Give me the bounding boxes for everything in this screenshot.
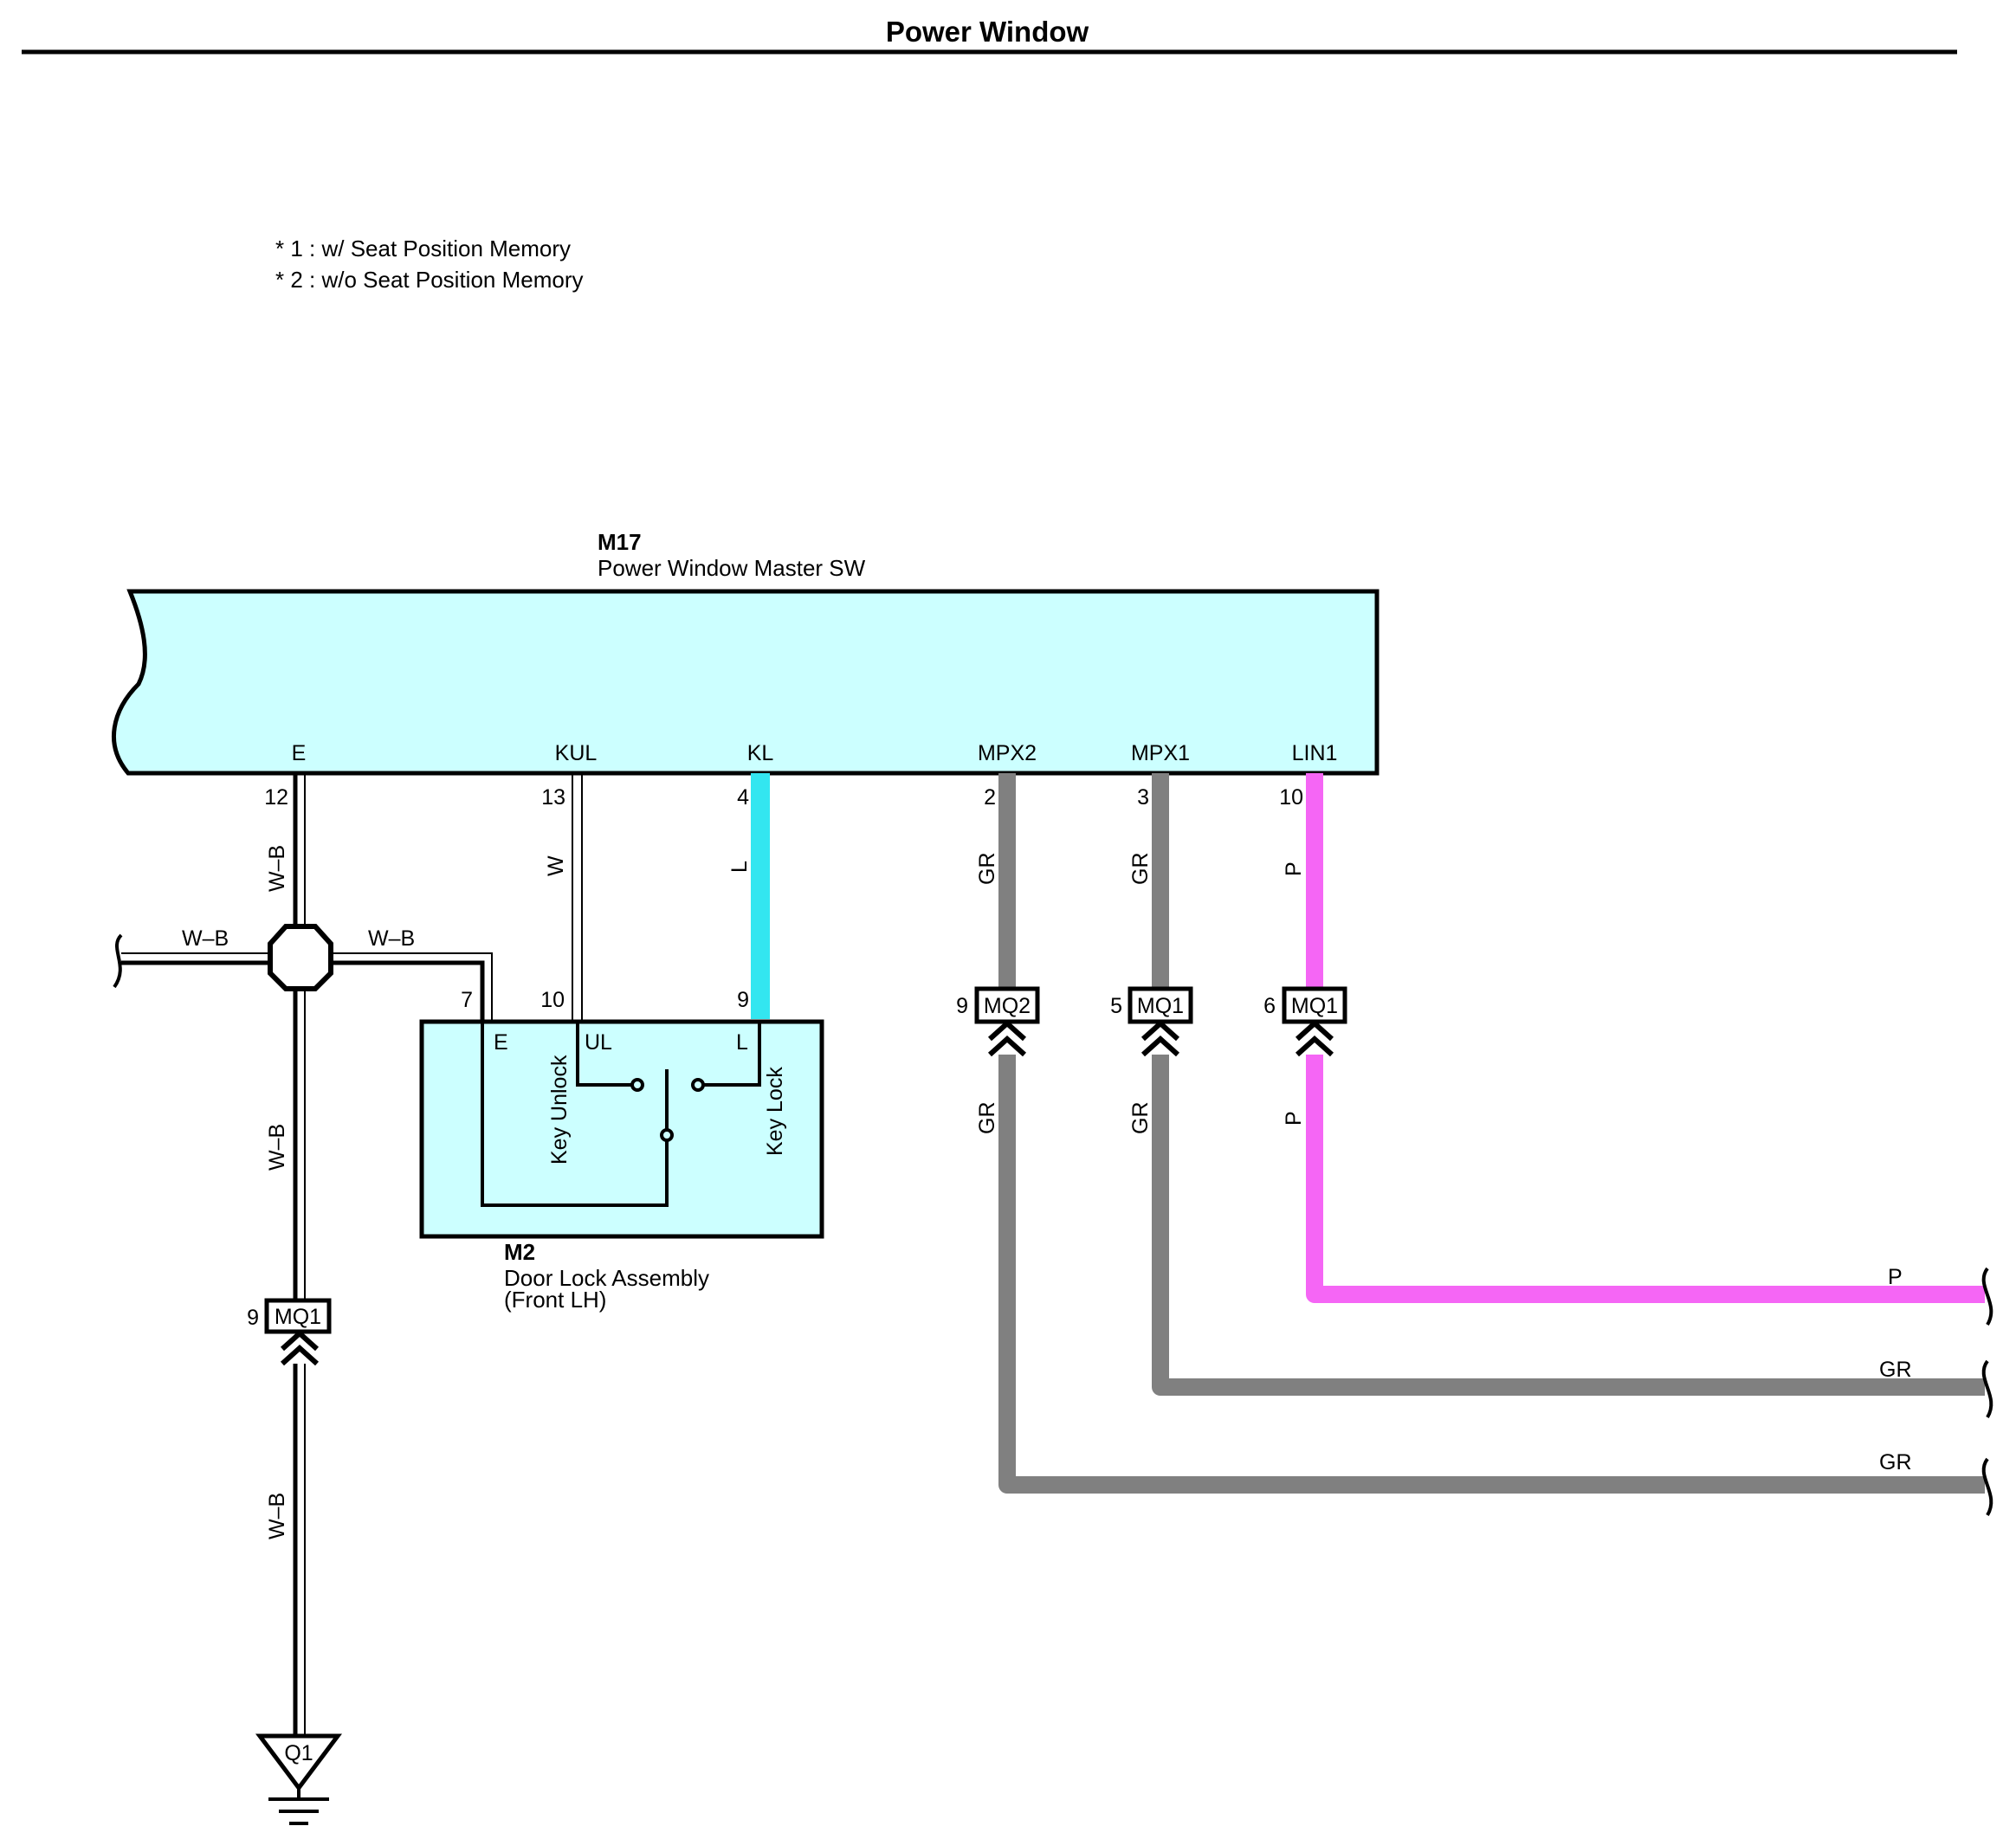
wire-label-wb-bottom: W–B — [265, 1493, 289, 1539]
m17-pin-kul: KUL — [555, 741, 598, 765]
connector-mq1-lin1: MQ1 — [1282, 986, 1347, 1057]
connector-mq1-lin1-label: MQ1 — [1291, 994, 1338, 1018]
note-1: * 1 : w/ Seat Position Memory — [275, 236, 571, 261]
wire-label-wb-right: W–B — [368, 926, 415, 951]
m2-pin-l: L — [736, 1030, 748, 1055]
m2-pinnum-l: 9 — [737, 988, 749, 1012]
ground-symbol: Q1 — [255, 1733, 342, 1825]
m17-pin-e: E — [292, 741, 307, 765]
connector-mq2-pin: 9 — [956, 994, 968, 1018]
wire-label-w: W — [544, 855, 568, 876]
m17-pinnum-mpx2: 2 — [984, 785, 996, 810]
wire-label-gr-mpx1-bottom: GR — [1128, 1102, 1153, 1135]
m2-id: M2 — [504, 1239, 535, 1265]
m17-box — [111, 589, 1380, 776]
m2-switch-key-unlock: Key Unlock — [547, 1055, 572, 1165]
m17-pinnum-kl: 4 — [737, 785, 749, 810]
m17-pinnum-e: 12 — [264, 785, 288, 810]
m17-pin-lin1: LIN1 — [1292, 741, 1338, 765]
wire-label-gr-mpx1-top: GR — [1128, 853, 1153, 886]
wire-w-group — [572, 773, 583, 1026]
wire-break-left — [113, 933, 123, 989]
m2-pinnum-e: 7 — [461, 988, 473, 1012]
wire-label-wb-middle: W–B — [265, 1124, 289, 1171]
wire-label-gr-mpx2-bottom: GR — [975, 1102, 999, 1135]
connector-mq1-ground-pin: 9 — [247, 1306, 259, 1330]
connector-mq1-mpx1-pin: 5 — [1110, 994, 1122, 1018]
m2-switch — [481, 1022, 761, 1207]
m17-pin-kl: KL — [747, 741, 774, 765]
m2-pin-e: E — [494, 1030, 508, 1055]
junction-splice — [268, 924, 333, 991]
wire-label-gr-right-2: GR — [1879, 1450, 1912, 1474]
connector-mq1-mpx1: MQ1 — [1128, 986, 1193, 1057]
m2-name-line1: Door Lock Assembly — [504, 1265, 709, 1291]
m17-pin-mpx2: MPX2 — [978, 741, 1037, 765]
m17-id: M17 — [598, 529, 642, 555]
wire-label-p-top: P — [1282, 861, 1306, 876]
ground-label: Q1 — [284, 1741, 313, 1765]
note-2: * 2 : w/o Seat Position Memory — [275, 267, 583, 293]
m17-name: Power Window Master SW — [598, 555, 866, 581]
connector-mq1-ground: MQ1 — [264, 1298, 332, 1366]
wire-label-gr-right-1: GR — [1879, 1358, 1912, 1382]
wire-break-right-p — [1981, 1267, 1993, 1326]
wire-break-right-gr2 — [1981, 1457, 1993, 1517]
connector-mq2-label: MQ2 — [984, 994, 1031, 1018]
m17-pinnum-lin1: 10 — [1279, 785, 1303, 810]
connector-mq1-ground-label: MQ1 — [275, 1305, 321, 1329]
wire-label-wb-left: W–B — [182, 926, 229, 951]
m2-switch-key-lock: Key Lock — [763, 1067, 787, 1156]
connector-mq2: MQ2 — [974, 986, 1040, 1057]
wire-label-p-right: P — [1888, 1265, 1903, 1289]
m17-pin-mpx1: MPX1 — [1131, 741, 1190, 765]
wire-label-wb-top: W–B — [265, 845, 289, 892]
m2-pinnum-ul: 10 — [540, 988, 565, 1012]
m2-pin-ul: UL — [585, 1030, 612, 1055]
connector-mq1-lin1-pin: 6 — [1263, 994, 1276, 1018]
wire-gr-group — [998, 773, 1985, 1494]
diagram-title: Power Window — [886, 16, 1089, 48]
wire-label-p-bottom: P — [1282, 1111, 1306, 1126]
wire-label-gr-mpx2-top: GR — [975, 853, 999, 886]
wire-wb-group — [121, 773, 493, 1736]
m2-box — [419, 1019, 824, 1239]
m17-pinnum-mpx1: 3 — [1137, 785, 1149, 810]
connector-mq1-mpx1-label: MQ1 — [1137, 994, 1184, 1018]
wire-p-group — [1306, 773, 1985, 1303]
wire-label-l: L — [727, 861, 752, 873]
m17-pinnum-kul: 13 — [541, 785, 565, 810]
m2-name-line2: (Front LH) — [504, 1287, 606, 1313]
wire-break-right-gr1 — [1981, 1359, 1993, 1419]
